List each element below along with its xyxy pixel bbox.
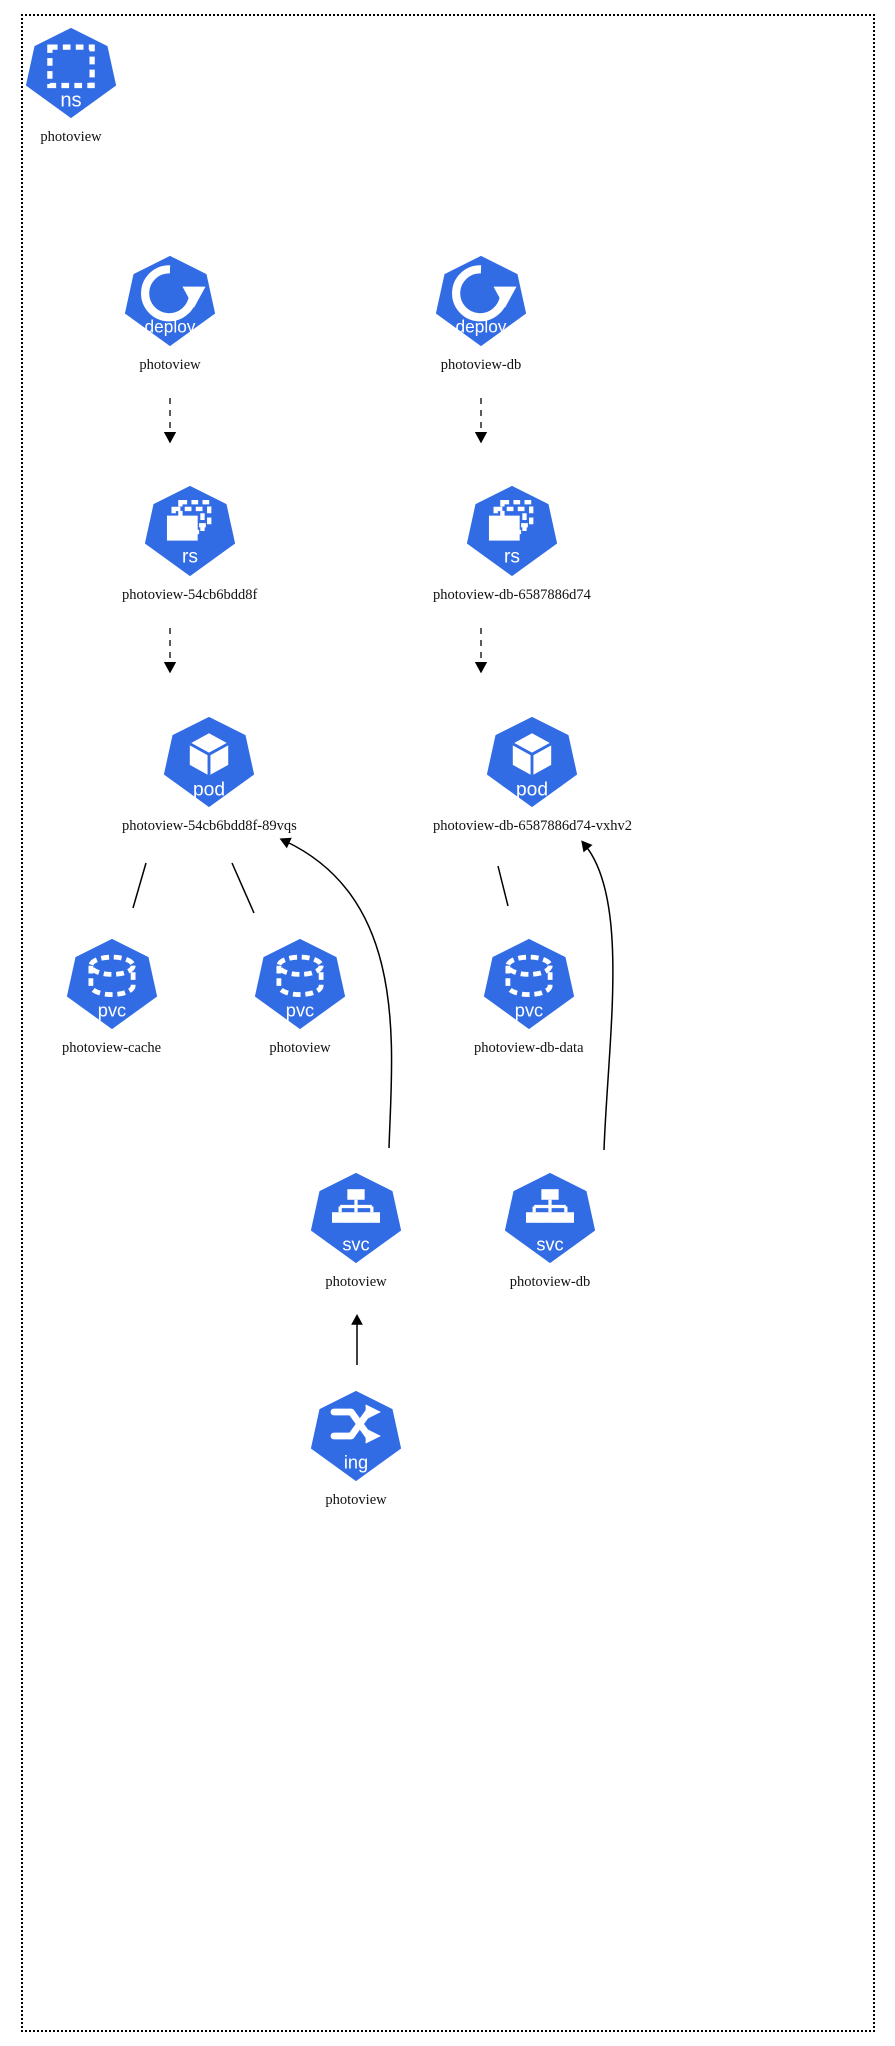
node-label: photoview-db bbox=[509, 1274, 591, 1290]
node-label: photoview bbox=[139, 357, 201, 373]
node-label: photoview-db-data bbox=[474, 1040, 584, 1056]
namespace-icon: ns bbox=[23, 25, 119, 126]
node-rs-photoview[interactable]: rs photoview-54cb6bdd8f bbox=[122, 483, 257, 604]
node-label: photoview-db-6587886d74-vxhv2 bbox=[433, 818, 632, 834]
pod-icon: pod bbox=[161, 714, 257, 815]
node-pvc-photoview-db-data[interactable]: pvc photoview-db-data bbox=[474, 936, 584, 1057]
svg-text:rs: rs bbox=[182, 547, 198, 568]
pod-icon: pod bbox=[484, 714, 580, 815]
svg-text:ing: ing bbox=[344, 1452, 368, 1473]
svg-text:deploy: deploy bbox=[145, 317, 196, 337]
node-label: photoview bbox=[325, 1492, 387, 1508]
node-label: photoview-54cb6bdd8f bbox=[122, 587, 258, 603]
cluster-boundary bbox=[21, 14, 875, 2032]
svg-text:deploy: deploy bbox=[456, 317, 507, 337]
node-deploy-photoview-db[interactable]: deploy photoview-db bbox=[433, 253, 529, 374]
svg-text:pvc: pvc bbox=[515, 1000, 543, 1021]
svg-text:pod: pod bbox=[516, 780, 548, 801]
pvc-icon: pvc bbox=[481, 936, 577, 1037]
node-pod-photoview-db[interactable]: pod photoview-db-6587886d74-vxhv2 bbox=[433, 714, 632, 835]
svg-text:pod: pod bbox=[193, 780, 225, 801]
node-rs-photoview-db[interactable]: rs photoview-db-6587886d74 bbox=[433, 483, 591, 604]
node-svc-photoview-db[interactable]: svc photoview-db bbox=[502, 1170, 598, 1291]
node-label: photoview-cache bbox=[62, 1040, 162, 1056]
deployment-icon: deploy bbox=[433, 253, 529, 354]
svg-text:pvc: pvc bbox=[286, 1000, 314, 1021]
node-svc-photoview[interactable]: svc photoview bbox=[308, 1170, 404, 1291]
node-label: photoview bbox=[325, 1274, 387, 1290]
svg-text:pvc: pvc bbox=[97, 1000, 125, 1021]
node-pvc-photoview-cache[interactable]: pvc photoview-cache bbox=[62, 936, 161, 1057]
node-label: photoview-db bbox=[440, 357, 522, 373]
node-deploy-photoview[interactable]: deploy photoview bbox=[122, 253, 218, 374]
node-pod-photoview[interactable]: pod photoview-54cb6bdd8f-89vqs bbox=[122, 714, 297, 835]
ingress-icon: ing bbox=[308, 1388, 404, 1489]
pvc-icon: pvc bbox=[252, 936, 348, 1037]
deployment-icon: deploy bbox=[122, 253, 218, 354]
node-label: photoview bbox=[269, 1040, 331, 1056]
svg-text:rs: rs bbox=[504, 547, 520, 568]
node-pvc-photoview[interactable]: pvc photoview bbox=[252, 936, 348, 1057]
node-label: photoview-54cb6bdd8f-89vqs bbox=[122, 818, 297, 834]
pvc-icon: pvc bbox=[64, 936, 160, 1037]
service-icon: svc bbox=[308, 1170, 404, 1271]
node-ing-photoview[interactable]: ing photoview bbox=[308, 1388, 404, 1509]
svg-text:svc: svc bbox=[536, 1234, 563, 1255]
svg-text:svc: svc bbox=[342, 1234, 369, 1255]
svg-text:ns: ns bbox=[60, 90, 81, 112]
node-label: photoview bbox=[40, 129, 102, 145]
node-label: photoview-db-6587886d74 bbox=[433, 587, 591, 603]
replicaset-icon: rs bbox=[464, 483, 560, 584]
node-ns-photoview[interactable]: ns photoview bbox=[23, 25, 119, 146]
service-icon: svc bbox=[502, 1170, 598, 1271]
replicaset-icon: rs bbox=[142, 483, 238, 584]
